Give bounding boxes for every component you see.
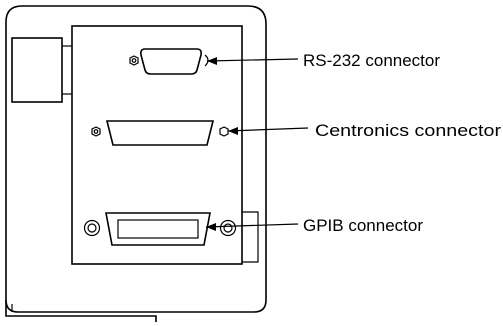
right-bracket: [242, 211, 259, 263]
gpib-connector: [83, 212, 237, 246]
connector-plate: [71, 25, 243, 265]
centronics-connector-label: Centronics connector: [315, 121, 501, 140]
side-handle: [11, 37, 72, 103]
centronics-leader-line: [227, 127, 309, 135]
rs232-leader-line: [206, 57, 299, 65]
gpib-connector-label: GPIB connector: [303, 216, 423, 235]
rs232-connector-label: RS-232 connector: [303, 51, 440, 70]
gpib-leader-line: [205, 223, 299, 231]
rs232-connector: [129, 48, 209, 75]
centronics-connector: [91, 120, 229, 146]
instrument-housing: [5, 5, 267, 322]
